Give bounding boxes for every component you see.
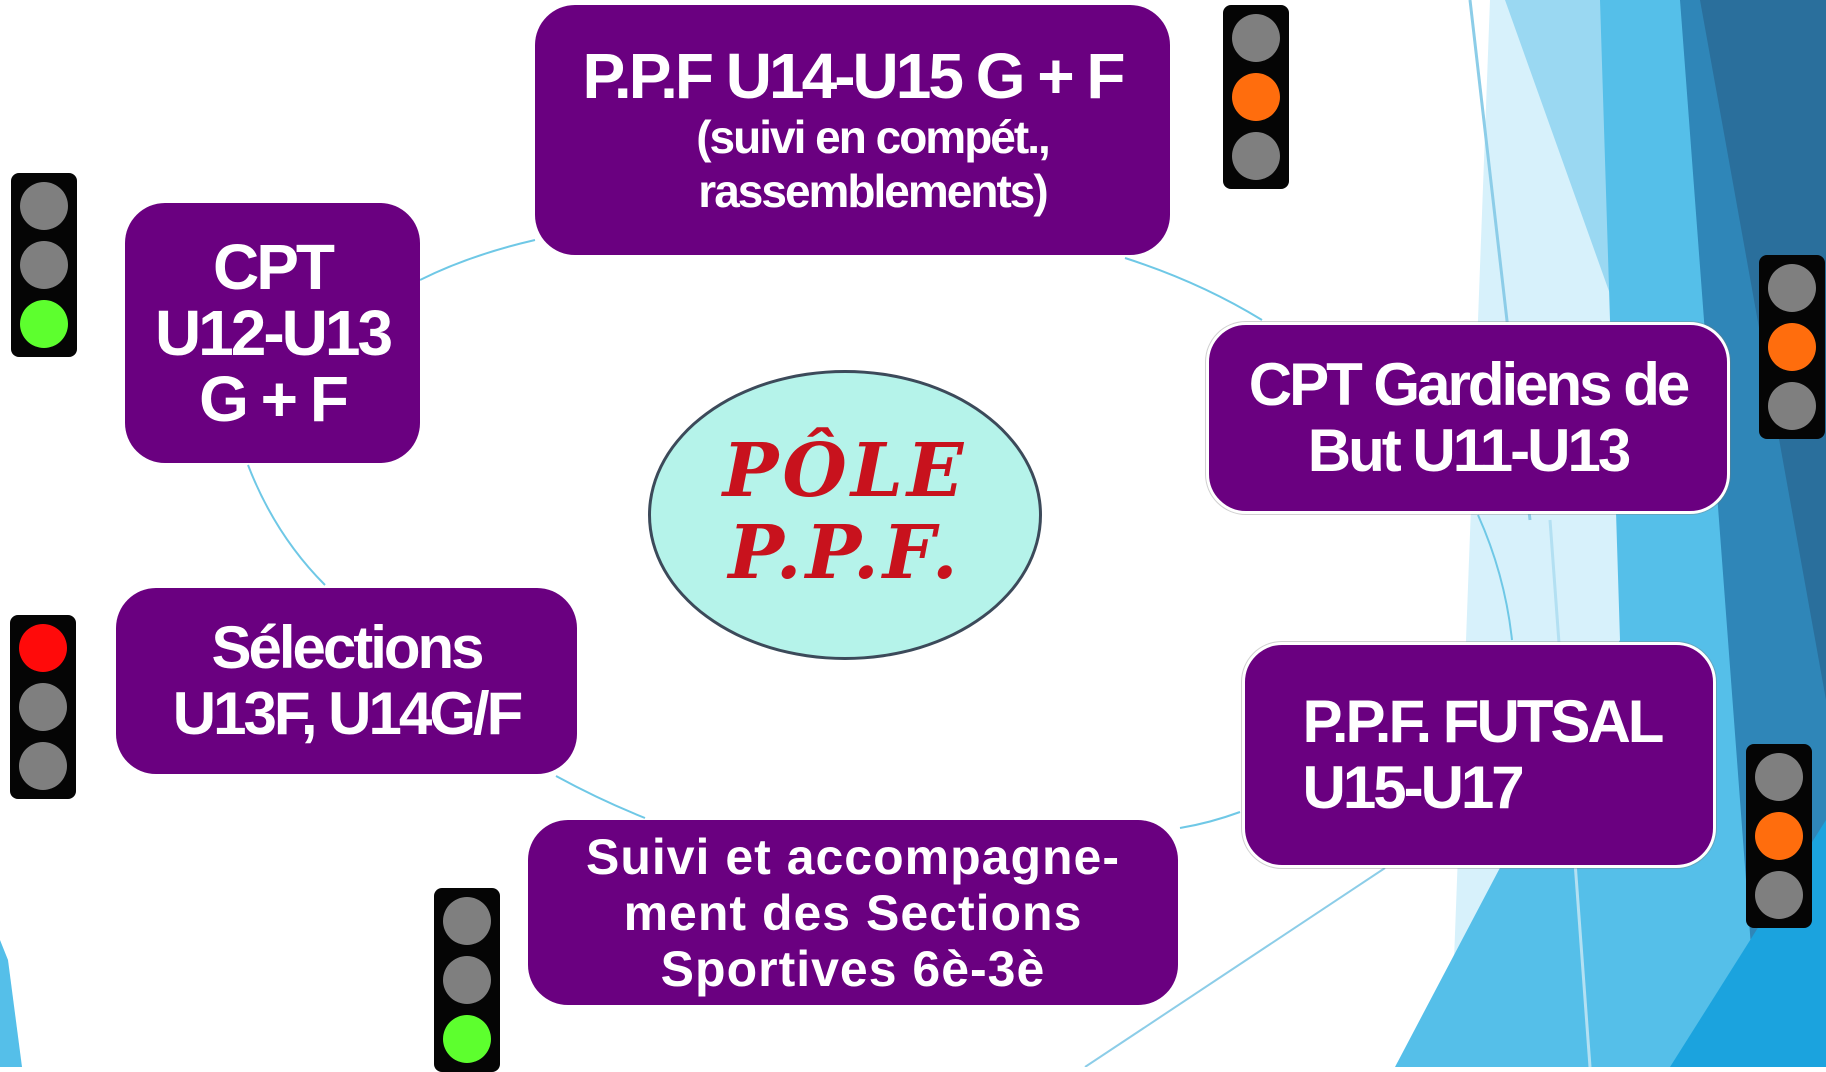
center-title: PÔLE P.P.F. — [722, 428, 968, 596]
traffic-light-icon — [10, 615, 76, 799]
lamp-middle — [20, 241, 68, 289]
node-cpt-u12-label: CPT U12-U13 G + F — [154, 231, 393, 435]
node-ppf-u14-subtitle: (suivi en compét., rassemblements) — [696, 111, 1051, 217]
connector-bottom-right — [1179, 811, 1241, 829]
traffic-light-icon — [1759, 255, 1825, 439]
lamp-middle — [19, 683, 67, 731]
traffic-light-icon — [11, 173, 77, 357]
lamp-bottom — [1232, 132, 1280, 180]
lamp-bottom — [1755, 871, 1803, 919]
lamp-bottom — [20, 300, 68, 348]
node-sections-sportives: Suivi et accompagne- ment des Sections S… — [528, 820, 1178, 1005]
bg-left-sliver — [0, 940, 22, 1067]
connector-right — [1477, 514, 1513, 641]
node-ppf-u14-u15: P.P.F U14-U15 G + F (suivi en compét., r… — [535, 5, 1170, 255]
node-futsal-label: P.P.F. FUTSAL U15-U17 — [1302, 688, 1665, 821]
traffic-light-icon — [434, 888, 500, 1072]
node-ppf-u14-title: P.P.F U14-U15 G + F — [582, 40, 1125, 112]
connector-top-left — [419, 239, 536, 281]
lamp-middle — [443, 956, 491, 1004]
connector-bottom-left — [555, 775, 646, 819]
lamp-top — [1768, 264, 1816, 312]
lamp-bottom — [443, 1015, 491, 1063]
lamp-top — [1755, 753, 1803, 801]
node-selections: Sélections U13F, U14G/F — [116, 588, 577, 774]
lamp-middle — [1755, 812, 1803, 860]
node-selections-label: Sélections U13F, U14G/F — [172, 614, 523, 747]
node-cpt-u12-u13: CPT U12-U13 G + F — [125, 203, 420, 463]
center-ellipse — [648, 370, 1042, 660]
node-cpt-gardiens: CPT Gardiens de But U11-U13 — [1206, 322, 1730, 514]
lamp-top — [20, 182, 68, 230]
lamp-bottom — [19, 742, 67, 790]
lamp-top — [19, 624, 67, 672]
node-ppf-futsal: P.P.F. FUTSAL U15-U17 — [1242, 642, 1716, 868]
lamp-middle — [1768, 323, 1816, 371]
lamp-bottom — [1768, 382, 1816, 430]
connector-top-right — [1124, 257, 1263, 321]
connector-left — [247, 464, 326, 586]
lamp-middle — [1232, 73, 1280, 121]
lamp-top — [443, 897, 491, 945]
bg-diagonal-line — [1084, 867, 1386, 1067]
traffic-light-icon — [1746, 744, 1812, 928]
lamp-top — [1232, 14, 1280, 62]
node-sections-label: Suivi et accompagne- ment des Sections S… — [585, 828, 1121, 997]
node-gardiens-label: CPT Gardiens de But U11-U13 — [1248, 351, 1690, 484]
traffic-light-icon — [1223, 5, 1289, 189]
